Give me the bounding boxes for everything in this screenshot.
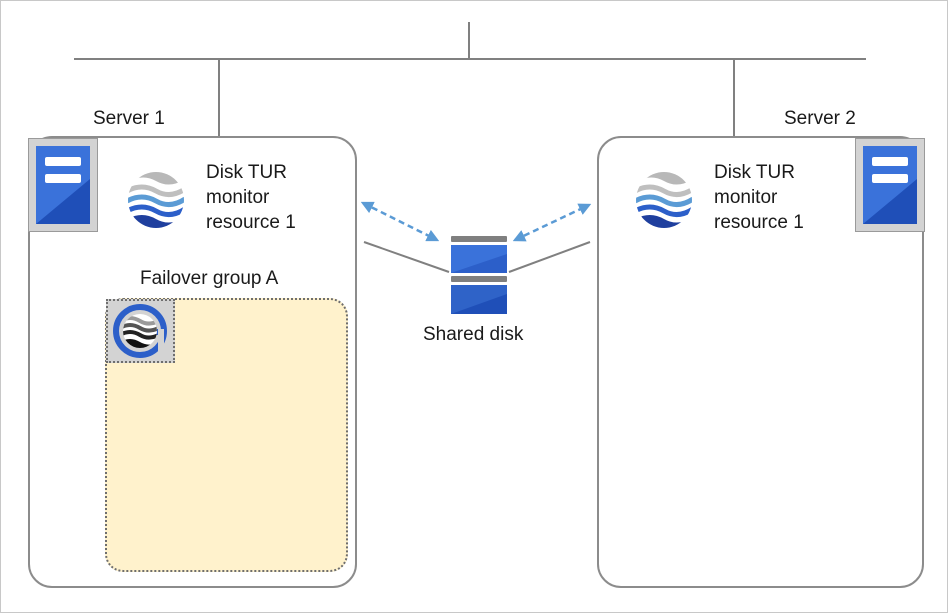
server1-monitor-label: Disk TUR monitor resource 1 (206, 162, 296, 233)
server1-monitor-arrow (360, 201, 440, 242)
server2-disk-link (508, 241, 591, 273)
server2-monitor-label: Disk TUR monitor resource 1 (714, 162, 804, 233)
server-icon (28, 138, 98, 232)
shared-disk-label: Shared disk (423, 324, 524, 345)
failover-group-label: Failover group A (140, 268, 279, 289)
disk-tur-monitor-icon (128, 172, 184, 228)
server-icon (855, 138, 925, 232)
server2-label: Server 2 (784, 108, 856, 129)
server1-label: Server 1 (93, 108, 165, 129)
disk-tur-monitor-icon (636, 172, 692, 228)
server2-monitor-arrow (512, 203, 592, 242)
shared-disk-icon (449, 236, 509, 316)
failover-group-icon (106, 299, 175, 363)
server1-disk-link (363, 241, 450, 273)
